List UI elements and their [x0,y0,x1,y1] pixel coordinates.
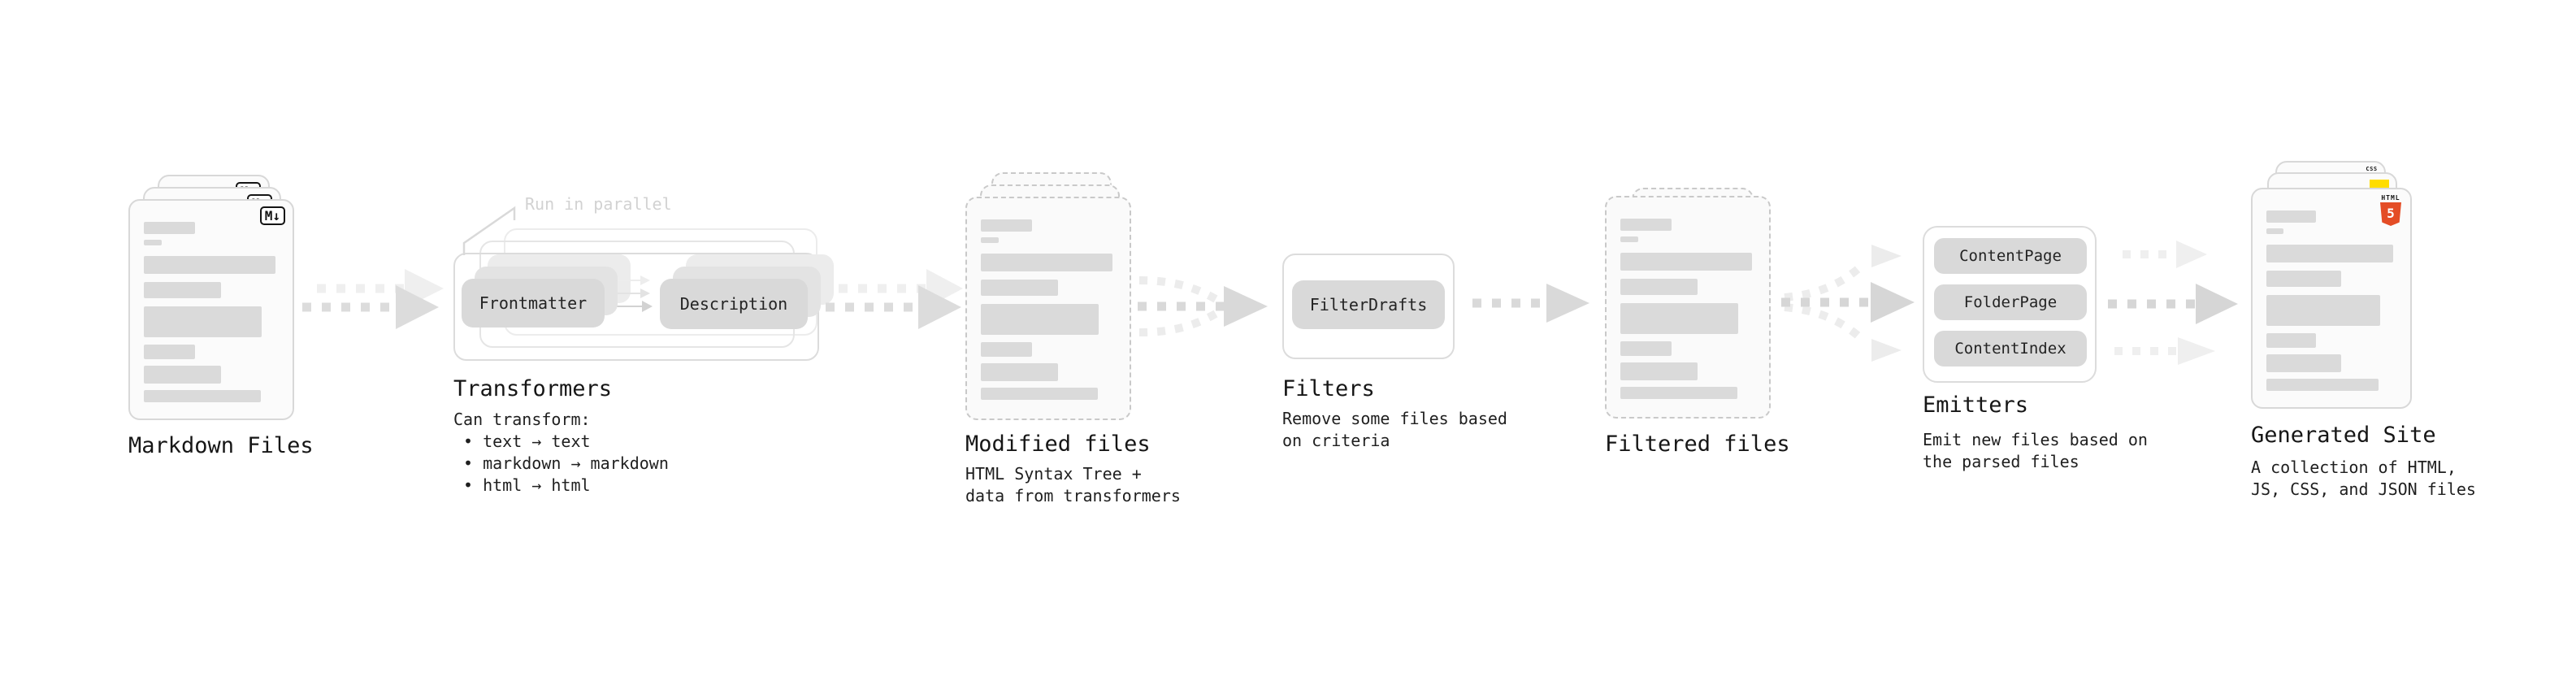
bullet-item: • html → html [463,475,591,495]
arrow-filters-to-filtered [1472,284,1589,323]
transformer-pill-frontmatter: Frontmatter [462,279,605,327]
html5-icon-shield: 5 [2380,202,2401,226]
html5-icon: HTML 5 [2379,194,2402,226]
markdown-files-label: Markdown Files [128,433,314,458]
generated-site-label: Generated Site [2251,423,2436,448]
modified-files-sub: HTML Syntax Tree + data from transformer… [965,463,1181,507]
sub-line: data from transformers [965,486,1181,505]
arrow-transformers-to-modified [826,269,963,329]
generated-file-card: HTML 5 [2251,188,2412,409]
sub-line: JS, CSS, and JSON files [2251,479,2476,499]
emitters-sub: Emit new files based on the parsed files [1923,429,2148,473]
sub-line: on criteria [1282,431,1390,450]
transformers-bullets: • text → text • markdown → markdown • ht… [463,431,669,497]
emitter-pill-contentpage: ContentPage [1934,238,2087,274]
bullet-item: • markdown → markdown [463,453,669,473]
generated-site-sub: A collection of HTML, JS, CSS, and JSON … [2251,457,2476,501]
arrow-modified-to-filters [1138,276,1268,336]
sub-line: Remove some files based [1282,409,1507,428]
parallel-note-leader-line [462,206,516,255]
modified-files-label: Modified files [965,432,1151,457]
markdown-file-card: M↓ [128,199,294,420]
filter-pill-filterdrafts: FilterDrafts [1292,280,1445,329]
modified-file-card [965,197,1131,420]
sub-line: Emit new files based on [1923,430,2148,449]
filtered-files-label: Filtered files [1605,432,1790,457]
filtered-file-card [1605,196,1771,419]
html5-icon-label: HTML [2381,194,2400,202]
css-icon-label: CSS [2366,166,2378,172]
filters-sub: Remove some files based on criteria [1282,408,1507,452]
arrow-markdown-to-transformers [302,269,444,329]
doc-text-placeholder [130,201,293,402]
arrow-filtered-to-emitters [1781,245,1915,362]
emitter-pill-folderpage: FolderPage [1934,284,2087,320]
doc-text-placeholder [2253,189,2410,391]
sub-line: A collection of HTML, [2251,458,2457,477]
doc-text-placeholder [967,198,1130,400]
bullet-item: • text → text [463,432,591,451]
js-file-icon [2370,180,2389,189]
transformers-label: Transformers [453,376,613,401]
arrow-frontmatter-to-description [614,275,653,312]
doc-text-placeholder [1607,197,1769,399]
emitter-pill-contentindex: ContentIndex [1934,331,2087,367]
sub-line: HTML Syntax Tree + [965,464,1142,484]
sub-line: the parsed files [1923,452,2079,471]
filters-label: Filters [1282,376,1375,401]
arrow-emitters-to-generated [2108,241,2238,365]
run-in-parallel-note: Run in parallel [525,194,672,214]
markdown-icon: M↓ [259,206,285,225]
transformers-sub-title: Can transform: [453,410,591,429]
transformer-pill-description: Description [660,279,808,329]
emitters-label: Emitters [1923,393,2029,418]
